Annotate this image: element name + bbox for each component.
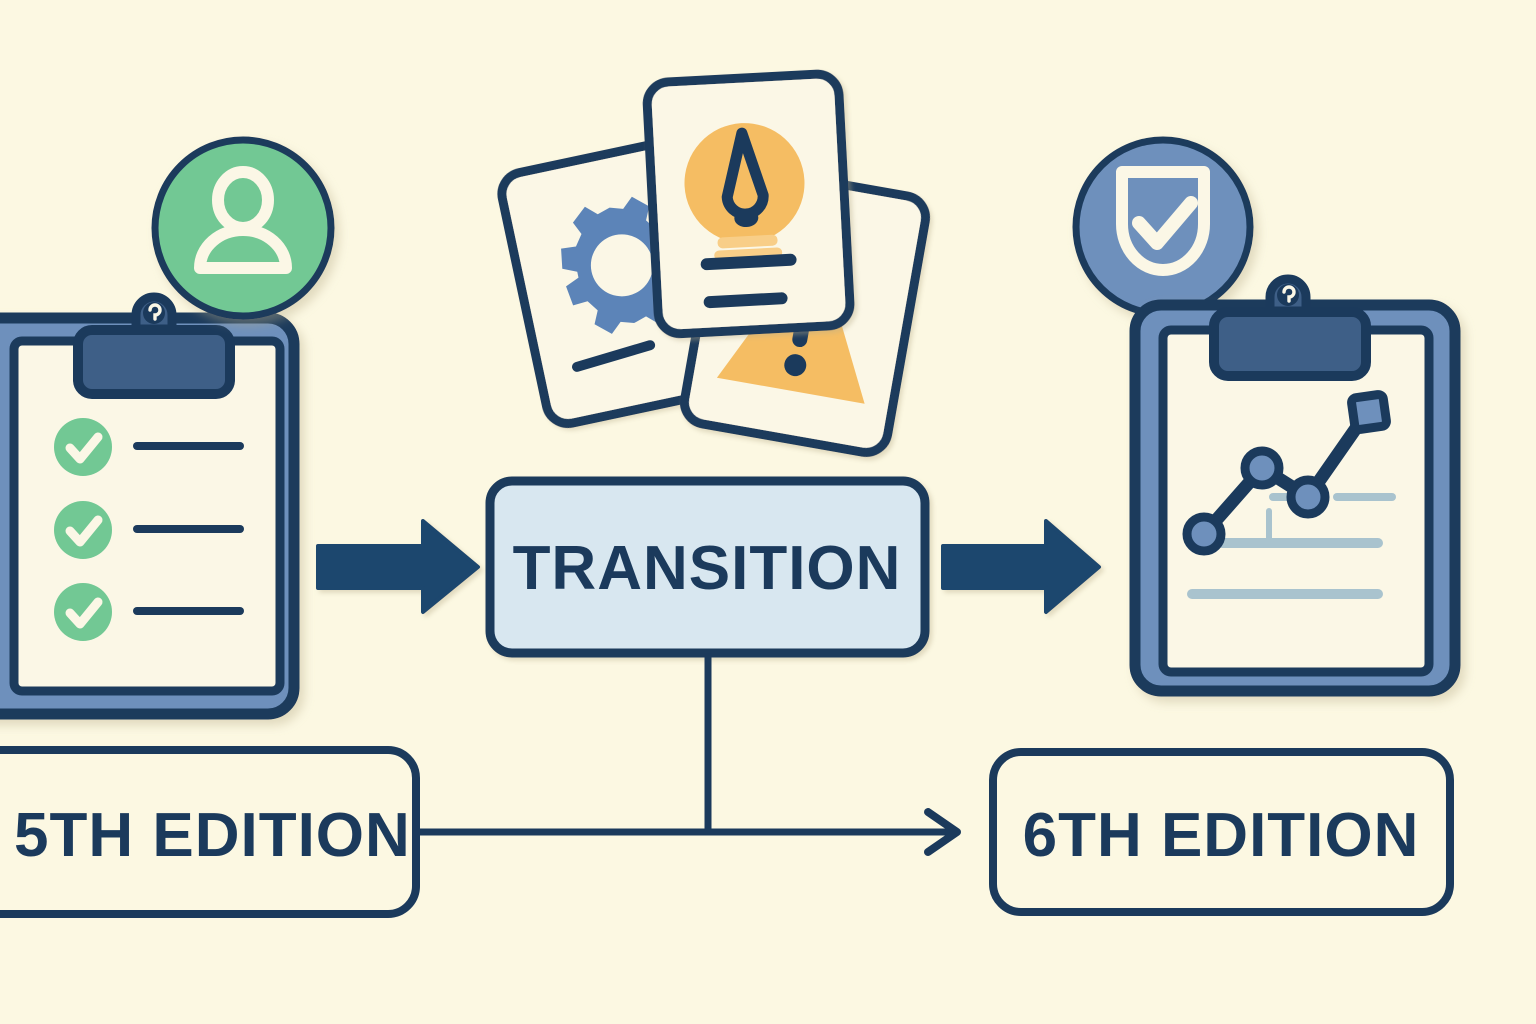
check-icon bbox=[65, 432, 103, 464]
checklist-row bbox=[54, 418, 244, 476]
card-lightbulb-text-line bbox=[700, 253, 797, 271]
edition-label-5th: 5TH EDITION bbox=[14, 801, 411, 870]
arrow-shape bbox=[941, 519, 1101, 614]
chart-point bbox=[1286, 475, 1330, 519]
bulb-dot bbox=[734, 209, 759, 228]
edition-label-6th: 6TH EDITION bbox=[1023, 801, 1420, 870]
edition-box-6th[interactable] bbox=[989, 748, 1454, 916]
shield-badge bbox=[1072, 136, 1254, 318]
checklist-row bbox=[54, 583, 244, 641]
arrow-transition-to-right bbox=[941, 519, 1101, 614]
check-icon bbox=[65, 515, 103, 547]
edition-box-6th-background bbox=[989, 748, 1454, 916]
edition-box-5th-background bbox=[0, 746, 420, 918]
clip-body bbox=[1209, 307, 1371, 381]
clip-hole-inner bbox=[1282, 285, 1296, 303]
right-clipboard-clip bbox=[1209, 274, 1371, 381]
warning-exclaim-dot bbox=[784, 354, 807, 377]
chart-point bbox=[1182, 512, 1226, 556]
shield-check-icon bbox=[1116, 166, 1210, 276]
chart-endpoint-marker bbox=[1347, 390, 1391, 434]
check-icon bbox=[65, 597, 103, 629]
person-badge bbox=[151, 136, 335, 320]
card-lightbulb-text-line bbox=[703, 292, 788, 309]
lightbulb-icon bbox=[684, 123, 805, 261]
right-clipboard-content bbox=[1182, 390, 1396, 599]
card-gear-text-line bbox=[572, 340, 656, 372]
bulb-base-top bbox=[717, 234, 778, 249]
chart-line bbox=[1197, 404, 1375, 541]
clip-hole-inner bbox=[148, 303, 162, 321]
shield-outline bbox=[1116, 166, 1210, 276]
shield-check-mark bbox=[1132, 196, 1198, 250]
edition-connector-arrowhead bbox=[924, 808, 961, 856]
clip-body bbox=[73, 325, 235, 399]
check-circle bbox=[54, 501, 112, 559]
person-body bbox=[194, 224, 292, 274]
check-circle bbox=[54, 418, 112, 476]
chart-point bbox=[1240, 446, 1284, 490]
check-circle bbox=[54, 583, 112, 641]
gear-hole bbox=[590, 234, 653, 297]
left-clipboard-checklist bbox=[54, 418, 244, 641]
card-lightbulb bbox=[642, 69, 855, 339]
transition-label: TRANSITION bbox=[513, 534, 902, 603]
arrow-left-to-transition bbox=[316, 519, 480, 614]
person-icon bbox=[194, 166, 292, 274]
bulb-glass bbox=[684, 123, 805, 244]
left-clipboard-clip bbox=[73, 292, 235, 399]
edition-box-5th[interactable] bbox=[0, 746, 420, 918]
checklist-row bbox=[54, 501, 244, 559]
arrow-shape bbox=[316, 519, 480, 614]
